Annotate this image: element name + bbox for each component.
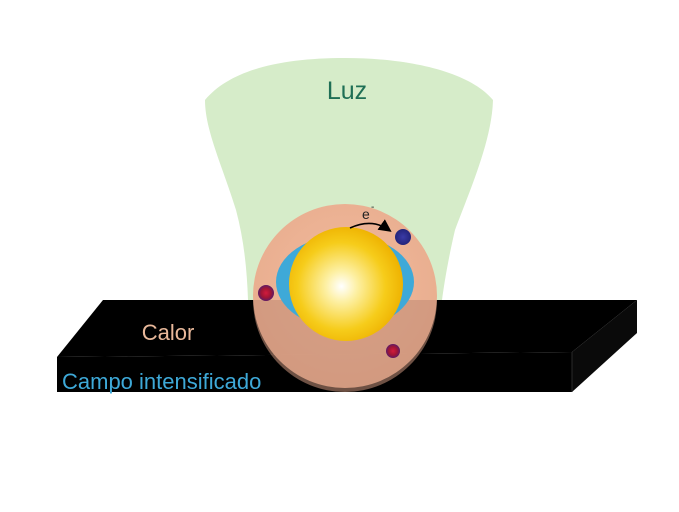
hot-electron-dot <box>395 229 411 245</box>
substrate-side <box>572 300 637 392</box>
electron-label: e <box>362 206 370 222</box>
hole-dot-bottom <box>386 344 400 358</box>
heat-halo-on-substrate <box>253 300 437 392</box>
field-label: Campo intensificado <box>62 369 261 394</box>
electron-charge-label: - <box>371 202 374 213</box>
heat-label: Calor <box>142 320 195 345</box>
electron-arrow <box>349 219 392 232</box>
hole-dot-left <box>258 285 274 301</box>
light-label: Luz <box>327 77 367 105</box>
nanoparticle-core <box>289 227 403 341</box>
